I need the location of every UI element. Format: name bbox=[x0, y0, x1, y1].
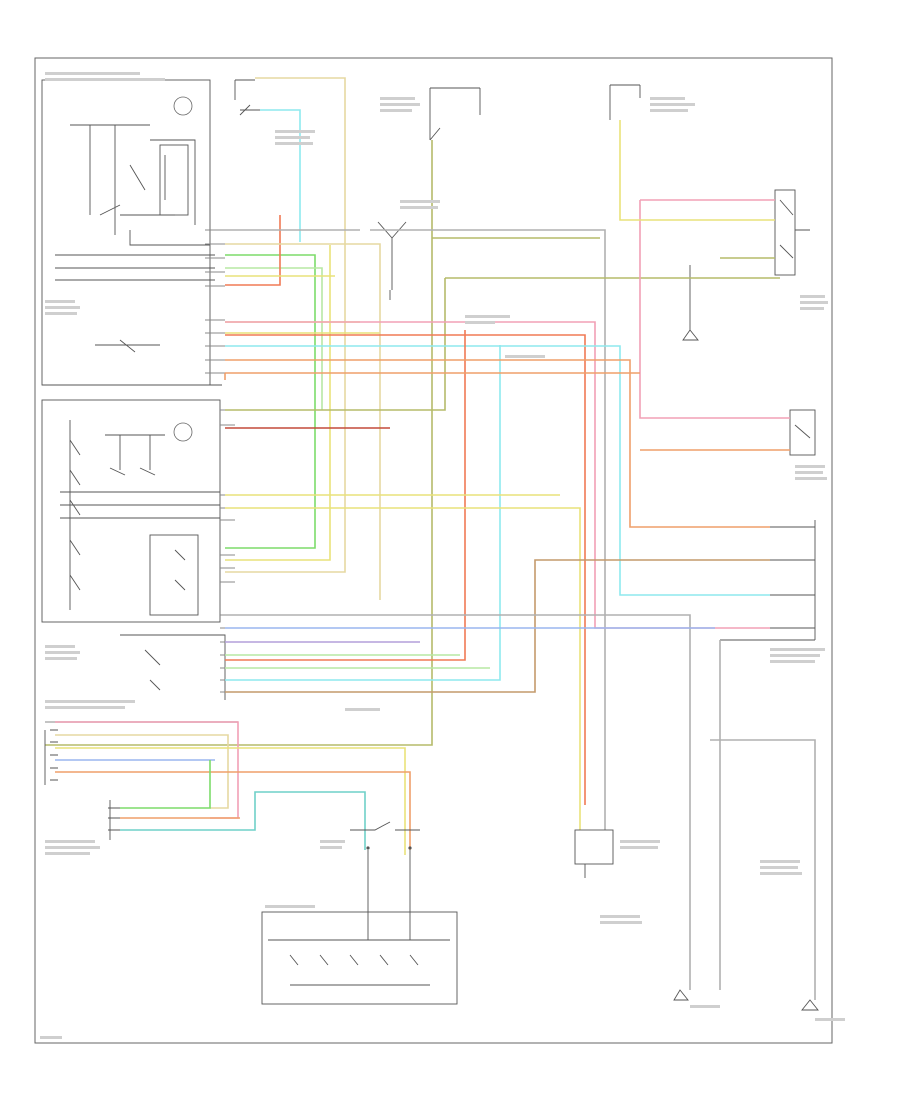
top-center-components bbox=[234, 79, 641, 300]
wire-pink bbox=[639, 199, 790, 419]
wire-lt-green-2 bbox=[225, 654, 490, 669]
right-switch-column bbox=[720, 520, 816, 641]
wire-cyan bbox=[260, 109, 301, 242]
wire-red-2 bbox=[225, 334, 586, 805]
wire-olive-2 bbox=[225, 277, 780, 411]
lower-left-module bbox=[41, 399, 226, 700]
wire-yellow bbox=[225, 245, 331, 561]
wire-pink-2 bbox=[225, 321, 770, 629]
ground-symbol-icon bbox=[173, 422, 193, 442]
lower-right-module bbox=[574, 829, 819, 1011]
wire-olive bbox=[45, 140, 600, 746]
ground-symbol-icon bbox=[173, 96, 193, 116]
wire-gray-2 bbox=[225, 614, 691, 990]
wire-red bbox=[225, 215, 281, 286]
wire-green bbox=[225, 254, 316, 549]
illegible-labels bbox=[40, 72, 845, 1039]
wire-cyan-3 bbox=[225, 345, 501, 681]
wire-harness bbox=[45, 77, 816, 1000]
wire-orange bbox=[225, 359, 770, 528]
wire-tan bbox=[225, 77, 346, 573]
right-relay-top bbox=[682, 189, 810, 341]
diagram-frame bbox=[34, 57, 833, 1044]
wire-yellow-4 bbox=[225, 494, 581, 830]
wire-green-2 bbox=[120, 760, 211, 809]
upper-left-module bbox=[41, 79, 222, 386]
wire-red-3 bbox=[225, 330, 466, 661]
wire-gray-3 bbox=[45, 640, 816, 1000]
right-relay-middle bbox=[789, 409, 816, 456]
wire-teal bbox=[120, 791, 366, 850]
wire-cyan-2 bbox=[225, 345, 770, 596]
wire-lt-green bbox=[225, 267, 323, 410]
center-switch bbox=[350, 821, 420, 905]
wire-orange-2 bbox=[224, 372, 640, 380]
wire-tan-2 bbox=[225, 243, 381, 600]
lower-left-connector bbox=[44, 729, 120, 840]
bottom-switch-box bbox=[261, 905, 458, 1005]
wire-yellow-5 bbox=[55, 747, 406, 855]
wire-yellow-3 bbox=[619, 120, 775, 221]
wire-brown bbox=[225, 559, 770, 693]
wire-orange-4 bbox=[55, 771, 411, 850]
wire-gray bbox=[225, 229, 606, 830]
